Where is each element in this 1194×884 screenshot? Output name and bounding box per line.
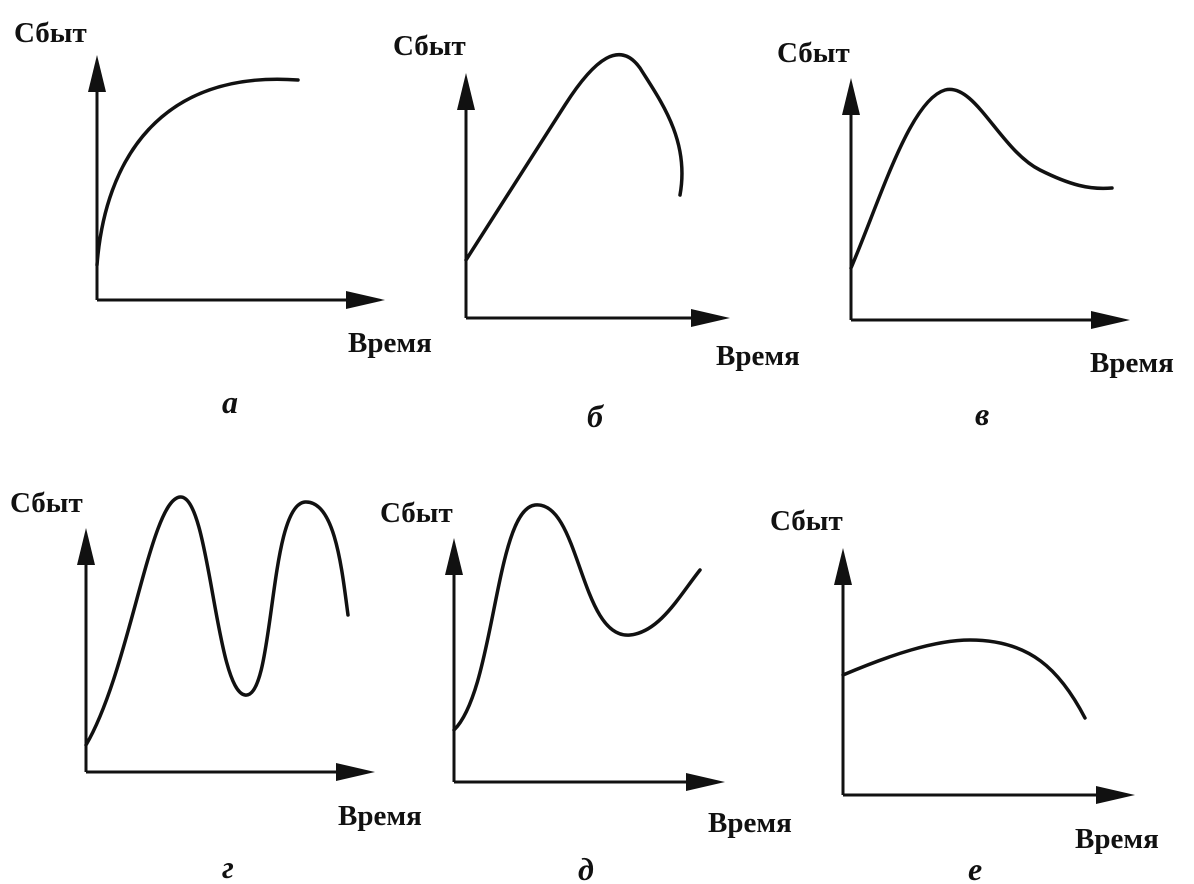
sales-curve [84, 495, 350, 747]
y-axis-arrow [77, 528, 95, 565]
panel-c: Сбыт Время в [777, 37, 1174, 432]
panel-letter: а [222, 384, 238, 420]
x-axis-label: Время [708, 807, 792, 839]
y-axis-arrow [834, 548, 852, 585]
panel-letter: е [968, 851, 982, 884]
sales-curve [464, 53, 684, 262]
x-axis-arrow [1096, 786, 1135, 804]
x-axis-label: Время [1075, 823, 1159, 855]
panel-b: Сбыт Время б [393, 30, 800, 434]
sales-curve [841, 638, 1087, 720]
panel-letter: в [975, 396, 989, 432]
panel-letter: б [587, 398, 605, 434]
panel-e: Сбыт Время д [380, 497, 792, 884]
x-axis-label: Время [716, 340, 800, 372]
panel-f: Сбыт Время е [770, 505, 1159, 884]
y-axis-label: Сбыт [393, 30, 466, 62]
x-axis-label: Время [348, 327, 432, 359]
x-axis-label: Время [1090, 347, 1174, 379]
y-axis-arrow [445, 538, 463, 575]
y-axis-label: Сбыт [10, 487, 83, 519]
panel-a: Сбыт Время а [14, 17, 432, 420]
y-axis-label: Сбыт [380, 497, 453, 529]
panel-letter: д [578, 851, 594, 884]
x-axis-arrow [691, 309, 730, 327]
x-axis-arrow [336, 763, 375, 781]
x-axis-arrow [346, 291, 385, 309]
panel-d: Сбыт Время г [10, 487, 422, 884]
x-axis-arrow [1091, 311, 1130, 329]
y-axis-arrow [88, 55, 106, 92]
panel-letter: г [222, 849, 234, 884]
y-axis-label: Сбыт [14, 17, 87, 49]
y-axis-label: Сбыт [777, 37, 850, 69]
x-axis-label: Время [338, 800, 422, 832]
y-axis-arrow [457, 73, 475, 110]
sales-curve [95, 77, 300, 267]
x-axis-arrow [686, 773, 725, 791]
y-axis-label: Сбыт [770, 505, 843, 537]
sales-curve [849, 87, 1114, 270]
y-axis-arrow [842, 78, 860, 115]
sales-curve [452, 503, 702, 732]
